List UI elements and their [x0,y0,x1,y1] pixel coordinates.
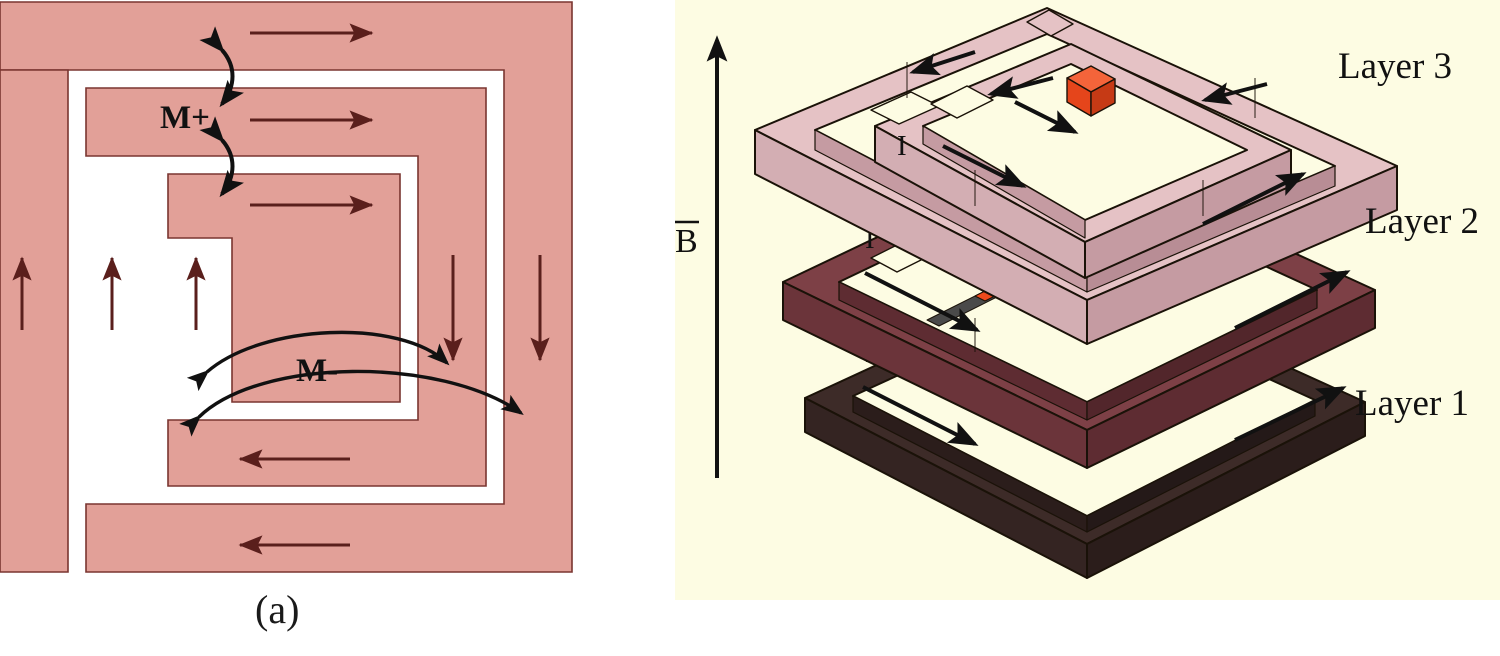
layer-1-current-arrow [862,385,979,446]
b-field-label: B [675,223,698,260]
layer-3-label: Layer 3 [1338,46,1452,87]
m-plus-arc-1 [199,26,244,108]
layer-3-current-arrow-right [1202,172,1307,226]
spiral-turn-inner [167,173,401,403]
m-plus-arc-2 [199,116,244,198]
m-minus-arc-1 [186,330,450,392]
layer-3-current: I [897,50,1307,226]
mutual-positive-arcs [199,26,244,198]
panel-a-svg: M+ M- [0,1,573,573]
layer-3-via-right [1090,78,1116,117]
spiral-metal-traces [0,1,573,573]
label-m-minus: M- [296,353,338,389]
layer-1-current-arrow-right [1234,386,1347,442]
layer-1-label: Layer 1 [1355,383,1469,424]
layer-2-label: Layer 2 [1365,201,1479,242]
spiral-lead-outer [0,69,69,573]
caption-a: (a) [255,587,300,632]
layer-3-current-label: I [897,130,907,162]
b-field-label-group: B [675,220,699,260]
panel-b-svg: B [675,0,1500,600]
layer-3-current-arrow-top-mid [987,76,1054,99]
spiral-turn-middle [85,87,487,487]
spiral-turn-outer [0,1,573,573]
layer-3-gap-inner [930,85,994,119]
layer-3-current-arrow-top-left [909,50,976,76]
layer-2-current: I [864,223,1351,332]
layer-3-current-arrow-core [1014,100,1079,134]
label-m-plus: M+ [160,100,210,136]
layer-3-current-arrow-top-right [1201,82,1268,105]
layer-2-current-label: I [865,223,875,255]
layer-3-current-arrow-inner [942,144,1027,188]
current-arrows [12,23,550,555]
layer-2-current-arrow-right [1234,270,1351,330]
panel-b-stacked-spiral: B [675,0,1500,600]
mutual-negative-arcs [179,330,524,437]
layer-2-current-arrow [864,271,981,332]
layer-3-structure [754,7,1398,345]
m-minus-arc-2 [179,369,524,437]
panel-a-planar-spiral: M+ M- (a) [0,0,660,656]
layer-3-top-stub [1026,9,1074,37]
